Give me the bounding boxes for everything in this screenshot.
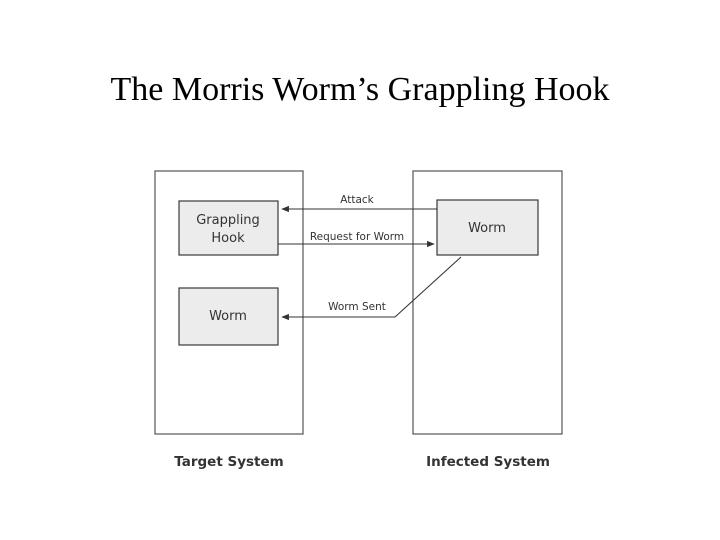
infected-worm-label: Worm	[468, 221, 506, 236]
attack-label: Attack	[340, 194, 374, 206]
worm-sent-label: Worm Sent	[328, 301, 386, 313]
slide-title: The Morris Worm’s Grappling Hook	[110, 71, 610, 108]
target-worm-label: Worm	[209, 309, 247, 324]
worm-sent-arrow	[281, 256, 462, 321]
target-system-label: Target System	[174, 454, 283, 470]
infected-system-label: Infected System	[426, 454, 550, 470]
grappling-hook-label-line1: Grappling	[196, 213, 260, 228]
grappling-hook-box	[178, 200, 279, 256]
infected-worm-box	[436, 199, 539, 256]
target-worm-box	[178, 287, 279, 346]
grappling-hook-label-line2: Hook	[211, 231, 245, 246]
request-label: Request for Worm	[310, 231, 404, 243]
